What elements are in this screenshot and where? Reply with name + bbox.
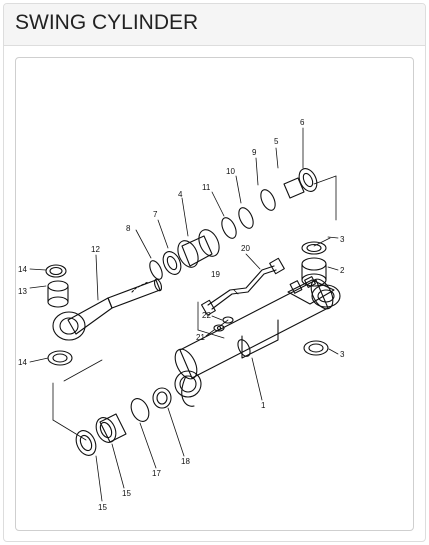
callout-21: 21 (196, 333, 205, 342)
callout-22: 22 (202, 311, 211, 320)
callout-14-bottom: 14 (18, 358, 27, 367)
callout-7: 7 (153, 210, 158, 219)
right-bushings (301, 241, 329, 356)
callout-14-top: 14 (18, 265, 27, 274)
callout-19: 19 (211, 270, 220, 279)
callout-3-top: 3 (340, 235, 345, 244)
callout-10: 10 (226, 167, 235, 176)
callout-12: 12 (91, 245, 100, 254)
callout-numbers: 1 2 3 3 4 5 6 7 8 9 10 11 12 13 14 14 15 (18, 118, 345, 512)
panel-heading: SWING CYLINDER (4, 4, 425, 46)
callout-3-bottom: 3 (340, 350, 345, 359)
piston-rod (52, 278, 163, 341)
piston-parts (75, 387, 172, 456)
panel-title: SWING CYLINDER (15, 11, 199, 34)
callout-9: 9 (252, 148, 257, 157)
callout-15-right: 15 (122, 489, 131, 498)
cylinder-barrel (174, 278, 334, 407)
callout-17: 17 (152, 469, 161, 478)
hydraulic-pipe (200, 257, 285, 316)
exploded-parts-diagram: 1 2 3 3 4 5 6 7 8 9 10 11 12 13 14 14 15 (15, 57, 414, 531)
callout-4: 4 (178, 190, 183, 199)
fittings (213, 316, 234, 332)
leader-lines (52, 175, 337, 441)
callout-15-left: 15 (98, 503, 107, 512)
panel-body: 1 2 3 3 4 5 6 7 8 9 10 11 12 13 14 14 15 (4, 46, 425, 541)
callout-leaders (29, 127, 339, 502)
callout-8: 8 (126, 224, 131, 233)
head-gland-parts (149, 168, 318, 280)
parts-panel: SWING CYLINDER (3, 3, 426, 542)
callout-13: 13 (18, 287, 27, 296)
callout-1: 1 (261, 401, 266, 410)
parts-diagram-drawing: 1 2 3 3 4 5 6 7 8 9 10 11 12 13 14 14 15 (18, 118, 345, 512)
callout-6: 6 (300, 118, 305, 127)
callout-11: 11 (202, 183, 211, 192)
callout-2: 2 (340, 266, 345, 275)
callout-20: 20 (241, 244, 250, 253)
callout-5: 5 (274, 137, 279, 146)
callout-18: 18 (181, 457, 190, 466)
